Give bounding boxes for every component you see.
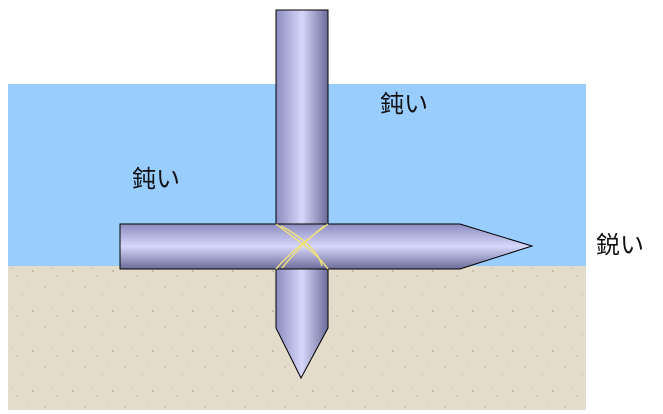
label-blunt-upper: 鈍い xyxy=(380,92,428,116)
horizontal-rod xyxy=(120,224,532,269)
vertical-rod xyxy=(276,10,328,378)
label-blunt-left: 鈍い xyxy=(132,167,180,191)
label-sharp-right: 鋭い xyxy=(596,233,644,257)
